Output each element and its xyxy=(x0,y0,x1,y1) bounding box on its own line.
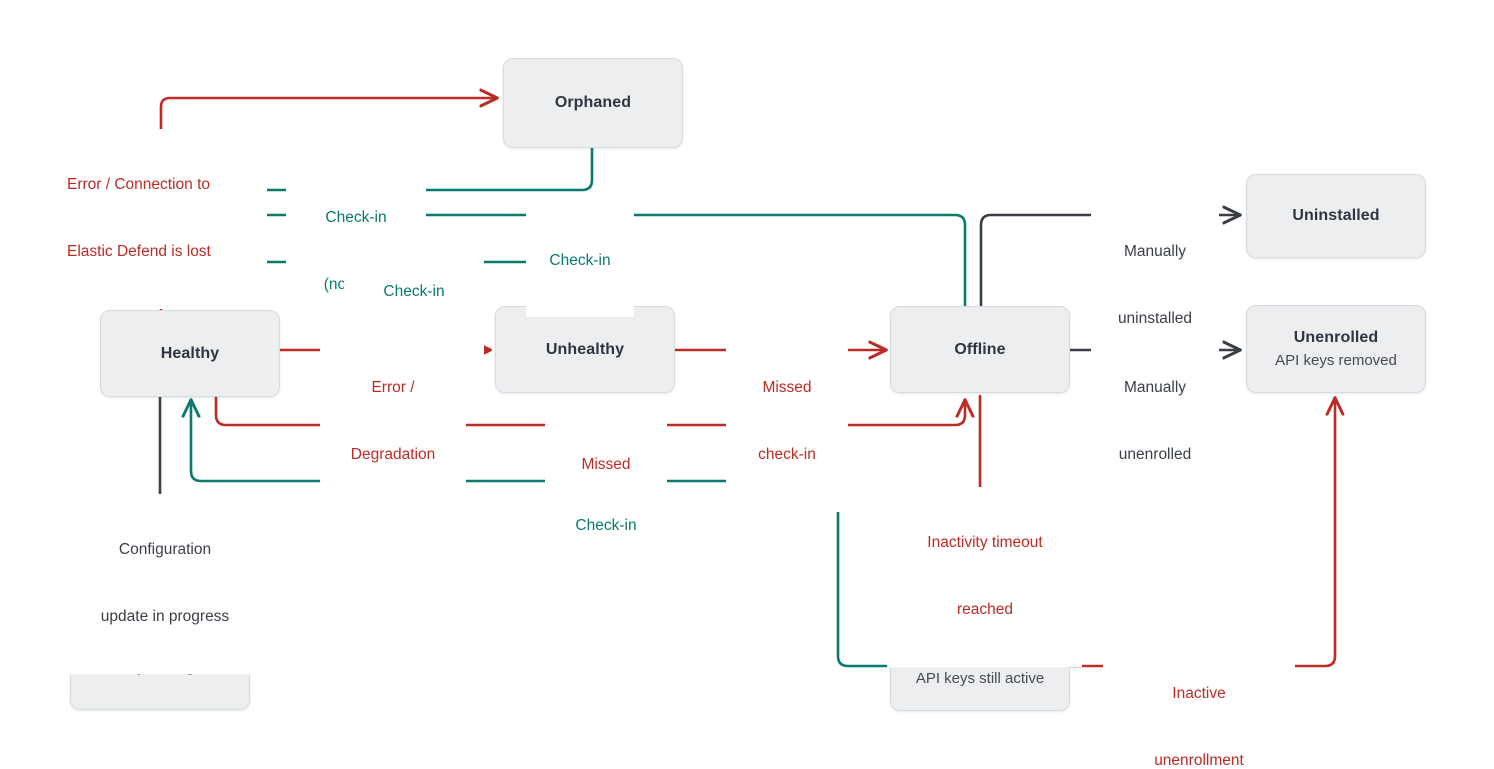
label-checkin-inactive: Check-in xyxy=(552,470,660,583)
label-inactivity-timeout: Inactivity timeout reached xyxy=(888,487,1082,667)
node-orphaned[interactable]: Orphaned xyxy=(503,58,683,148)
node-offline[interactable]: Offline xyxy=(890,306,1070,393)
node-healthy-title: Healthy xyxy=(160,344,220,362)
node-unenrolled-title: Unenrolled xyxy=(1293,328,1379,346)
edge-healthy-to-orphaned xyxy=(159,98,497,312)
label-checkin-offline-healthy: Check-in xyxy=(526,205,634,318)
node-healthy[interactable]: Healthy xyxy=(100,310,280,397)
edge-offline-to-uninstalled xyxy=(979,215,1240,307)
node-inactive-subtitle: API keys still active xyxy=(915,669,1045,687)
label-error-degradation: Error / Degradation xyxy=(320,332,466,512)
label-manually-unenrolled: Manually unenrolled xyxy=(1091,332,1219,512)
edge-inactive-to-unenrolled xyxy=(1068,398,1335,668)
node-unhealthy-title: Unhealthy xyxy=(545,340,625,358)
node-unenrolled[interactable]: Unenrolled API keys removed xyxy=(1246,305,1426,393)
node-unhealthy[interactable]: Unhealthy xyxy=(495,306,675,393)
label-missed-checkin-main: Missed check-in xyxy=(726,332,848,512)
node-uninstalled[interactable]: Uninstalled xyxy=(1246,174,1426,258)
label-error-connection-lost: Error / Connection to Elastic Defend is … xyxy=(62,129,267,309)
node-uninstalled-title: Uninstalled xyxy=(1292,207,1380,224)
node-unenrolled-subtitle: API keys removed xyxy=(1275,351,1397,369)
label-configuration-update: Configuration update in progress xyxy=(66,494,264,674)
node-orphaned-title: Orphaned xyxy=(554,94,632,111)
label-inactive-unenrollment: Inactive unenrollment timeout reached xyxy=(1103,638,1295,769)
node-offline-title: Offline xyxy=(954,340,1006,358)
